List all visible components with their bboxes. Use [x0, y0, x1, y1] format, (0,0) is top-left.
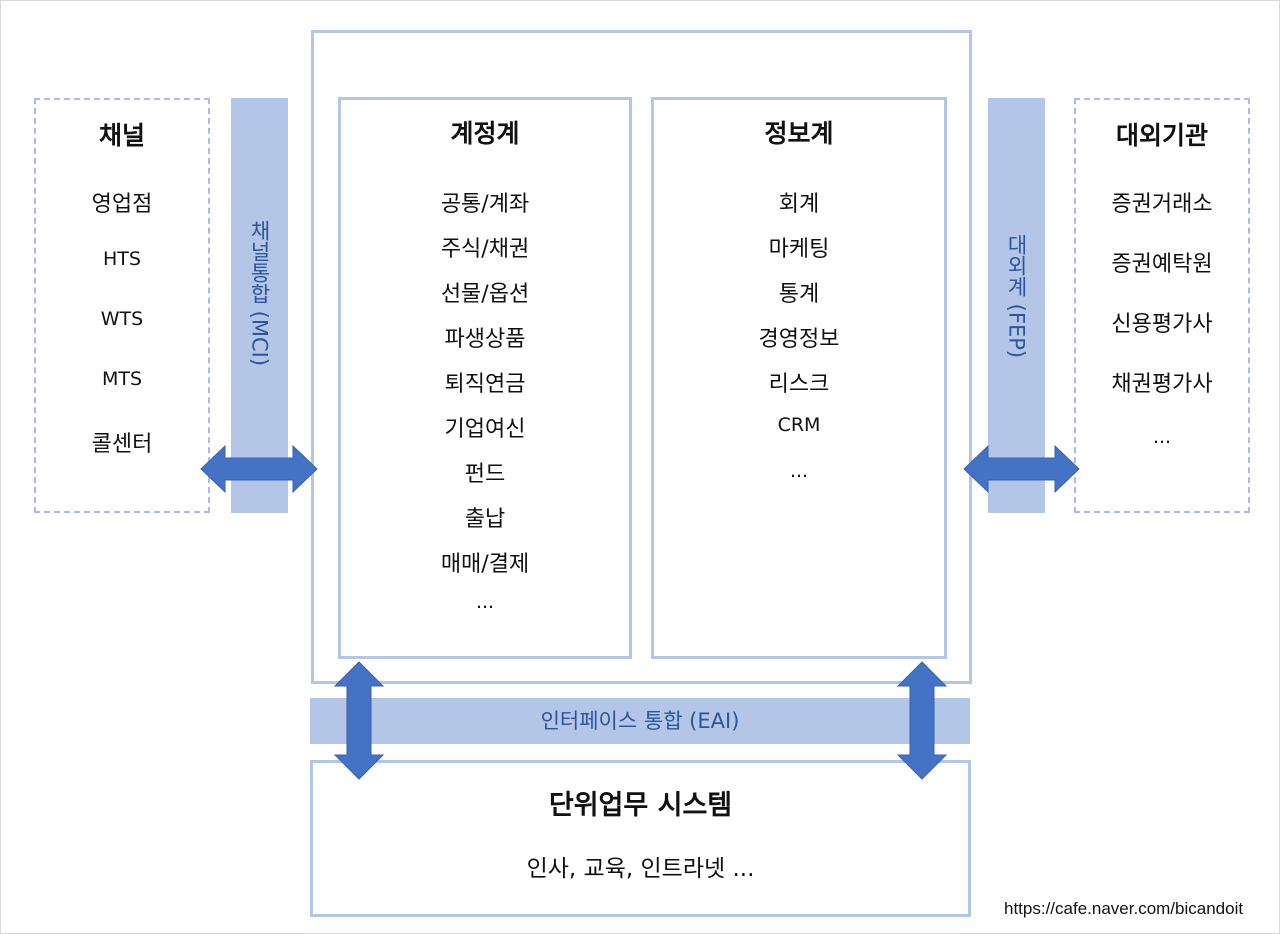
- mci-bar: 채널통합 (MCI): [231, 98, 288, 513]
- external-institutions-box: 대외기관 증권거래소 증권예탁원 신용평가사 채권평가사 ...: [1074, 98, 1250, 513]
- accounting-item: 기업여신: [444, 417, 526, 442]
- accounting-item: 펀드: [464, 462, 506, 487]
- external-list: 증권거래소 증권예탁원 신용평가사 채권평가사 ...: [1076, 186, 1248, 456]
- channel-item-mts: MTS: [101, 368, 143, 390]
- external-item-more: ...: [1152, 426, 1172, 448]
- accounting-item: 파생상품: [444, 327, 526, 352]
- external-item: 증권예탁원: [1111, 252, 1213, 277]
- information-item: 회계: [778, 192, 820, 217]
- external-item: 증권거래소: [1111, 192, 1213, 217]
- information-system-box: 정보계 회계 마케팅 통계 경영정보 리스크 CRM ...: [651, 97, 947, 659]
- unit-system-subtitle: 인사, 교육, 인트라넷 ...: [526, 856, 755, 882]
- channel-list: 영업점 HTS WTS MTS 콜센터: [36, 186, 208, 457]
- external-item: 신용평가사: [1111, 312, 1213, 337]
- channel-item-branch: 영업점: [91, 192, 153, 217]
- eai-bar-label: 인터페이스 통합 (EAI): [540, 709, 740, 733]
- channel-box: 채널 영업점 HTS WTS MTS 콜센터: [34, 98, 210, 513]
- information-title: 정보계: [764, 119, 834, 148]
- mci-bar-label: 채널통합 (MCI): [247, 220, 272, 367]
- information-item: CRM: [777, 414, 821, 436]
- information-list: 회계 마케팅 통계 경영정보 리스크 CRM ...: [654, 186, 944, 490]
- channel-item-hts: HTS: [103, 248, 141, 270]
- information-item: 경영정보: [758, 327, 840, 352]
- fep-bar: 대외계 (FEP): [988, 98, 1045, 513]
- unit-system-title: 단위업무 시스템: [548, 790, 733, 821]
- accounting-item: 매매/결제: [440, 552, 530, 577]
- accounting-item: 출납: [464, 507, 506, 532]
- external-item: 채권평가사: [1111, 372, 1213, 397]
- external-title: 대외기관: [1115, 121, 1208, 150]
- source-credit: https://cafe.naver.com/bicandoit: [1004, 899, 1244, 918]
- accounting-title: 계정계: [450, 119, 520, 148]
- channel-item-wts: WTS: [100, 308, 144, 330]
- accounting-item-more: ...: [475, 591, 495, 613]
- fep-bar-label: 대외계 (FEP): [1004, 234, 1029, 359]
- accounting-item: 주식/채권: [440, 237, 530, 262]
- accounting-system-box: 계정계 공통/계좌 주식/채권 선물/옵션 파생상품 퇴직연금 기업여신 펀드 …: [338, 97, 632, 659]
- information-item-more: ...: [789, 460, 809, 482]
- accounting-item: 퇴직연금: [444, 372, 526, 397]
- accounting-item: 선물/옵션: [440, 282, 530, 307]
- information-item: 리스크: [768, 372, 830, 397]
- information-item: 마케팅: [768, 237, 830, 262]
- unit-work-system-box: 단위업무 시스템 인사, 교육, 인트라넷 ...: [310, 760, 971, 917]
- information-item: 통계: [778, 282, 820, 307]
- accounting-list: 공통/계좌 주식/채권 선물/옵션 파생상품 퇴직연금 기업여신 펀드 출납 매…: [341, 186, 629, 621]
- eai-bar: 인터페이스 통합 (EAI): [310, 698, 970, 744]
- accounting-item: 공통/계좌: [440, 192, 530, 217]
- channel-item-callcenter: 콜센터: [91, 432, 153, 457]
- channel-title: 채널: [98, 121, 145, 150]
